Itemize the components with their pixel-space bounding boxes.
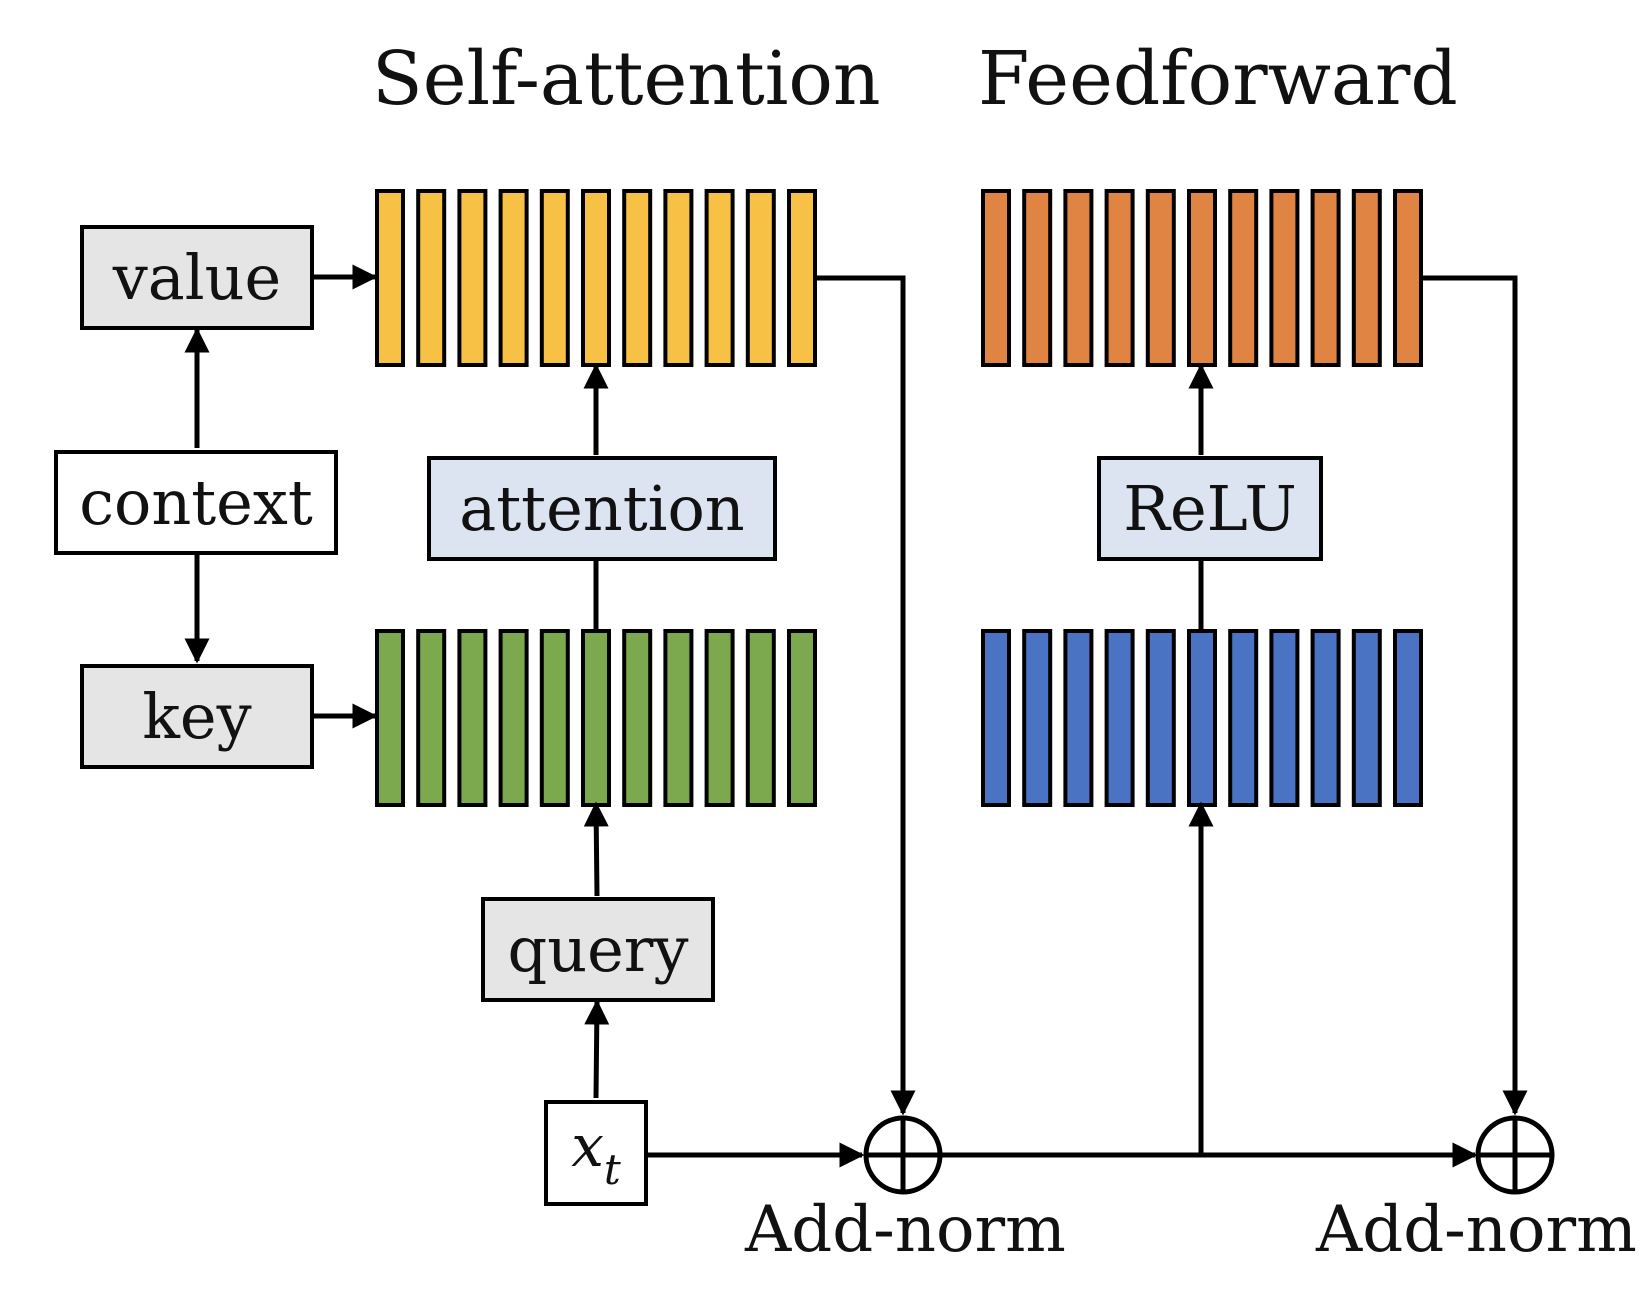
ff-output-vector-cell [1351,189,1382,367]
ff-input-vector-cell [1145,629,1176,807]
key-vector-cell [539,629,570,807]
feedforward-title: Feedforward [978,36,1458,122]
addnorm-2-circle-plus-icon [1475,1115,1555,1195]
ff-output-vector-cell [1393,189,1423,367]
key-vector-cell [663,629,694,807]
key-vector-cell [498,629,529,807]
ff-output-vector-cell [1104,189,1135,367]
ff-input-vector-cell [1022,629,1053,807]
value-box: value [80,225,314,330]
ff-input-vector-cell [1228,629,1259,807]
value-vector [375,189,817,367]
input-xt-box: xt [544,1100,648,1206]
query-box: query [481,897,715,1002]
ff-output-vector-cell [1269,189,1300,367]
value-vector-cell [745,189,776,367]
value-vector-cell [539,189,570,367]
ff-output-vector-cell [1187,189,1217,367]
arrow-query-to-key-vector [583,801,609,897]
ff-input-vector-cell [1351,629,1382,807]
key-vector-cell [787,629,817,807]
ff-output-vector-cell [981,189,1011,367]
ff-input-vector-cell [1393,629,1423,807]
ff-input-vector-cell [1187,629,1217,807]
ff-input-vector-cell [1104,629,1135,807]
key-vector-cell [375,629,405,807]
arrow-input-to-query [584,999,610,1099]
key-vector-cell [416,629,447,807]
feedforward-output-vector [981,189,1423,367]
ff-input-vector-cell [1063,629,1094,807]
value-vector-cell [622,189,653,367]
context-box: context [54,450,338,555]
ff-output-vector-cell [1145,189,1176,367]
key-vector [375,629,817,807]
feedforward-input-vector [981,629,1423,807]
key-vector-cell [457,629,488,807]
ff-input-vector-cell [1310,629,1341,807]
key-vector-cell [704,629,735,807]
relu-box: ReLU [1097,456,1323,561]
ff-output-vector-cell [1228,189,1259,367]
attention-box: attention [427,456,777,561]
ff-output-vector-cell [1022,189,1053,367]
value-vector-cell [663,189,694,367]
addnorm-1-label: Add-norm [745,1193,1066,1267]
value-vector-cell [375,189,405,367]
value-vector-cell [581,189,611,367]
ff-input-vector-cell [1269,629,1300,807]
key-box: key [80,664,314,769]
key-vector-cell [622,629,653,807]
value-vector-cell [457,189,488,367]
value-vector-cell [704,189,735,367]
ff-output-vector-cell [1063,189,1094,367]
arrow-feedforward-output-to-addnorm-2 [1422,275,1528,1116]
addnorm-1-circle-plus-icon [863,1115,943,1195]
ff-input-vector-cell [981,629,1011,807]
input-xt-label: xt [571,1112,621,1194]
addnorm-2-label: Add-norm [1316,1193,1637,1267]
value-vector-cell [787,189,817,367]
value-vector-cell [416,189,447,367]
key-vector-cell [745,629,776,807]
value-vector-cell [498,189,529,367]
ff-output-vector-cell [1310,189,1341,367]
arrow-self-attention-output-to-addnorm-1 [816,275,916,1116]
key-vector-cell [581,629,611,807]
self-attention-title: Self-attention [372,36,881,122]
